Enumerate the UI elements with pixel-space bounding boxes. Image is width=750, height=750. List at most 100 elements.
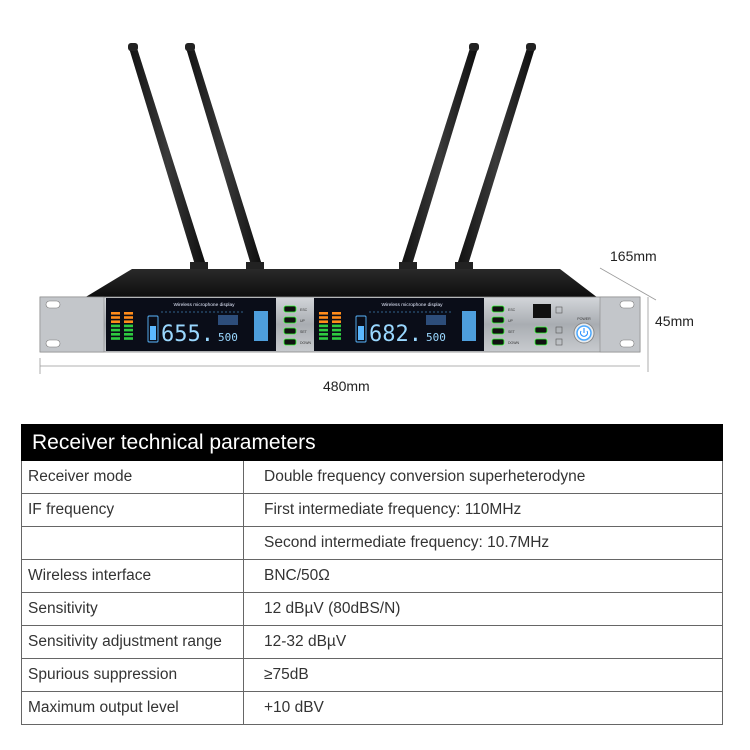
button-right-2[interactable]: [491, 316, 505, 324]
power-button[interactable]: [573, 322, 595, 344]
table-row: Spurious suppression ≥75dB: [21, 658, 723, 692]
vu-led: [124, 320, 133, 323]
buttons-left: ESC UP SET DOWN: [283, 305, 312, 346]
button-left-2[interactable]: [283, 316, 297, 324]
channel-display: [533, 304, 551, 318]
power-icon: [579, 328, 589, 337]
table-row: Sensitivity 12 dBµV (80dBS/N): [21, 592, 723, 626]
small-icon-2: [555, 326, 563, 334]
vu-meter-right: [319, 312, 341, 340]
control-button-2[interactable]: [534, 338, 548, 346]
vu-led: [111, 328, 120, 332]
vu-led: [124, 312, 133, 315]
vu-led: [319, 333, 328, 336]
receiver-illustration: Wireless microphone display 655. 500 ESC…: [39, 43, 657, 374]
row-value: ≥75dB: [243, 658, 723, 692]
button-left-label-2: UP: [300, 319, 306, 323]
row-value: First intermediate frequency: 110MHz: [243, 493, 723, 527]
button-right-label-1: ESC: [508, 308, 516, 312]
button-right-label-4: DOWN: [508, 341, 520, 345]
row-label: Sensitivity adjustment range: [21, 625, 244, 659]
vu-led: [111, 337, 120, 340]
vu-led: [332, 333, 341, 336]
table-row: Wireless interface BNC/50Ω: [21, 559, 723, 593]
vu-led: [319, 328, 328, 332]
vu-led: [111, 316, 120, 319]
row-value: Second intermediate frequency: 10.7MHz: [243, 526, 723, 560]
row-value: BNC/50Ω: [243, 559, 723, 593]
frequency-left-main: 655.: [161, 322, 214, 347]
vu-led: [332, 312, 341, 315]
row-value: 12-32 dBµV: [243, 625, 723, 659]
vu-led: [319, 337, 328, 340]
vu-led: [319, 324, 328, 328]
vu-led: [319, 312, 328, 315]
antenna-right-outer: [457, 43, 536, 265]
table-row: Sensitivity adjustment range 12-32 dBµV: [21, 625, 723, 659]
button-right-1[interactable]: [491, 305, 505, 313]
button-right-label-2: UP: [508, 319, 514, 323]
dimension-height: 45mm: [655, 313, 694, 329]
button-left-4[interactable]: [283, 338, 297, 346]
antenna-right-inner: [401, 43, 479, 265]
frequency-right-decimal: 500: [426, 331, 446, 344]
display-right-title: Wireless microphone display: [381, 302, 443, 308]
row-value: Double frequency conversion superheterod…: [243, 460, 723, 494]
row-label: [21, 526, 244, 560]
vu-led: [124, 333, 133, 336]
display-left: Wireless microphone display 655. 500: [106, 298, 276, 351]
row-label: Wireless interface: [21, 559, 244, 593]
frequency-left-decimal: 500: [218, 331, 238, 344]
button-left-1[interactable]: [283, 305, 297, 313]
vu-led: [319, 316, 328, 319]
small-icon-3: [555, 338, 563, 346]
vu-meter-left: [111, 312, 133, 340]
row-label: Sensitivity: [21, 592, 244, 626]
small-icon-1: [555, 306, 563, 314]
button-right-label-3: SET: [508, 330, 516, 334]
vu-led: [332, 328, 341, 332]
display-left-title: Wireless microphone display: [173, 302, 235, 308]
table-title: Receiver technical parameters: [21, 424, 723, 461]
vu-led: [124, 324, 133, 328]
table-row: IF frequency First intermediate frequenc…: [21, 493, 723, 527]
buttons-right: ESC UP SET DOWN: [491, 305, 520, 346]
antenna-left-outer: [128, 43, 206, 265]
table-header-row: Receiver technical parameters: [21, 424, 723, 461]
vu-led: [124, 337, 133, 340]
row-value: 12 dBµV (80dBS/N): [243, 592, 723, 626]
vu-led: [332, 324, 341, 328]
row-label: Spurious suppression: [21, 658, 244, 692]
vu-led: [111, 312, 120, 315]
chassis-top: [84, 269, 598, 298]
vu-led: [111, 333, 120, 336]
vu-led: [111, 320, 120, 323]
button-left-3[interactable]: [283, 327, 297, 335]
control-button-1[interactable]: [534, 326, 548, 334]
table-row: Receiver mode Double frequency conversio…: [21, 460, 723, 494]
table-row: Maximum output level +10 dBV: [21, 691, 723, 725]
row-label: IF frequency: [21, 493, 244, 527]
dimension-depth: 165mm: [610, 248, 657, 264]
button-left-label-4: DOWN: [300, 341, 312, 345]
vu-led: [332, 320, 341, 323]
row-value: +10 dBV: [243, 691, 723, 725]
dimension-width: 480mm: [323, 378, 370, 394]
antenna-left-inner: [185, 43, 262, 265]
vu-led: [111, 324, 120, 328]
vu-led: [332, 316, 341, 319]
dim-line-depth: [599, 267, 657, 301]
frequency-right-main: 682.: [369, 322, 422, 347]
row-label: Receiver mode: [21, 460, 244, 494]
button-left-label-3: SET: [300, 330, 308, 334]
button-right-4[interactable]: [491, 338, 505, 346]
vu-led: [124, 316, 133, 319]
vu-led: [319, 320, 328, 323]
row-label: Maximum output level: [21, 691, 244, 725]
vu-led: [332, 337, 341, 340]
vu-led: [124, 328, 133, 332]
specs-table: Receiver technical parameters Receiver m…: [21, 424, 723, 725]
button-right-3[interactable]: [491, 327, 505, 335]
button-left-label-1: ESC: [300, 308, 308, 312]
power-label: POWER: [577, 317, 591, 321]
